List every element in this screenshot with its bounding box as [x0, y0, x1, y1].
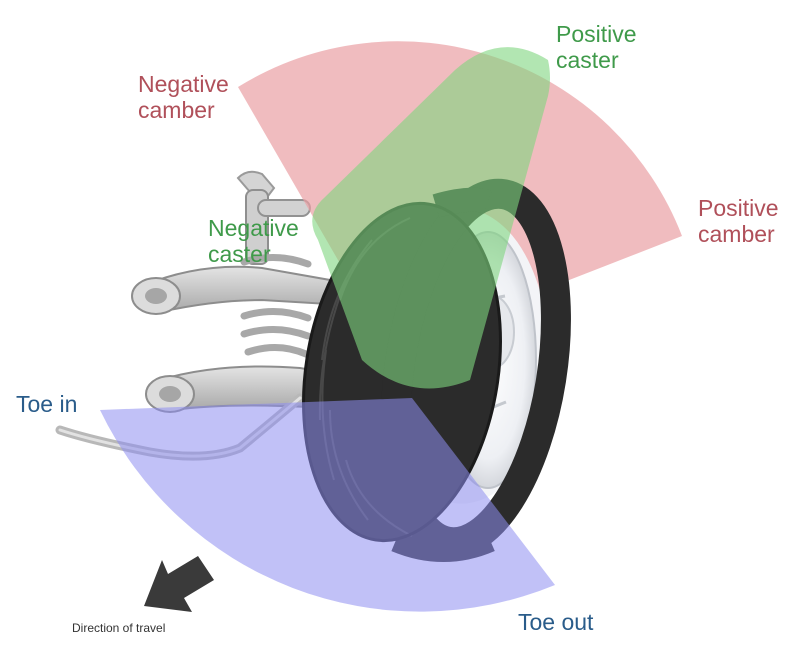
positive-camber-label: Positive camber	[698, 195, 779, 248]
negative-caster-line-1: Negative	[208, 215, 299, 241]
toe-zone	[100, 398, 555, 612]
positive-camber-line-2: camber	[698, 220, 775, 247]
toe-out-label: Toe out	[518, 609, 594, 635]
positive-camber-line-1: Positive	[698, 195, 779, 221]
direction-arrow-icon	[144, 556, 214, 612]
direction-of-travel-label: Direction of travel	[72, 621, 166, 635]
negative-camber-label: Negative camber	[138, 71, 229, 124]
negative-camber-line-2: camber	[138, 96, 215, 123]
toe-in-label: Toe in	[16, 391, 78, 417]
positive-caster-label: Positive caster	[556, 21, 637, 74]
negative-caster-label: Negative caster	[208, 215, 299, 268]
caster-zone	[312, 47, 550, 389]
positive-caster-line-1: Positive	[556, 21, 637, 47]
positive-caster-line-2: caster	[556, 46, 619, 73]
negative-camber-line-1: Negative	[138, 71, 229, 97]
negative-caster-line-2: caster	[208, 240, 271, 267]
